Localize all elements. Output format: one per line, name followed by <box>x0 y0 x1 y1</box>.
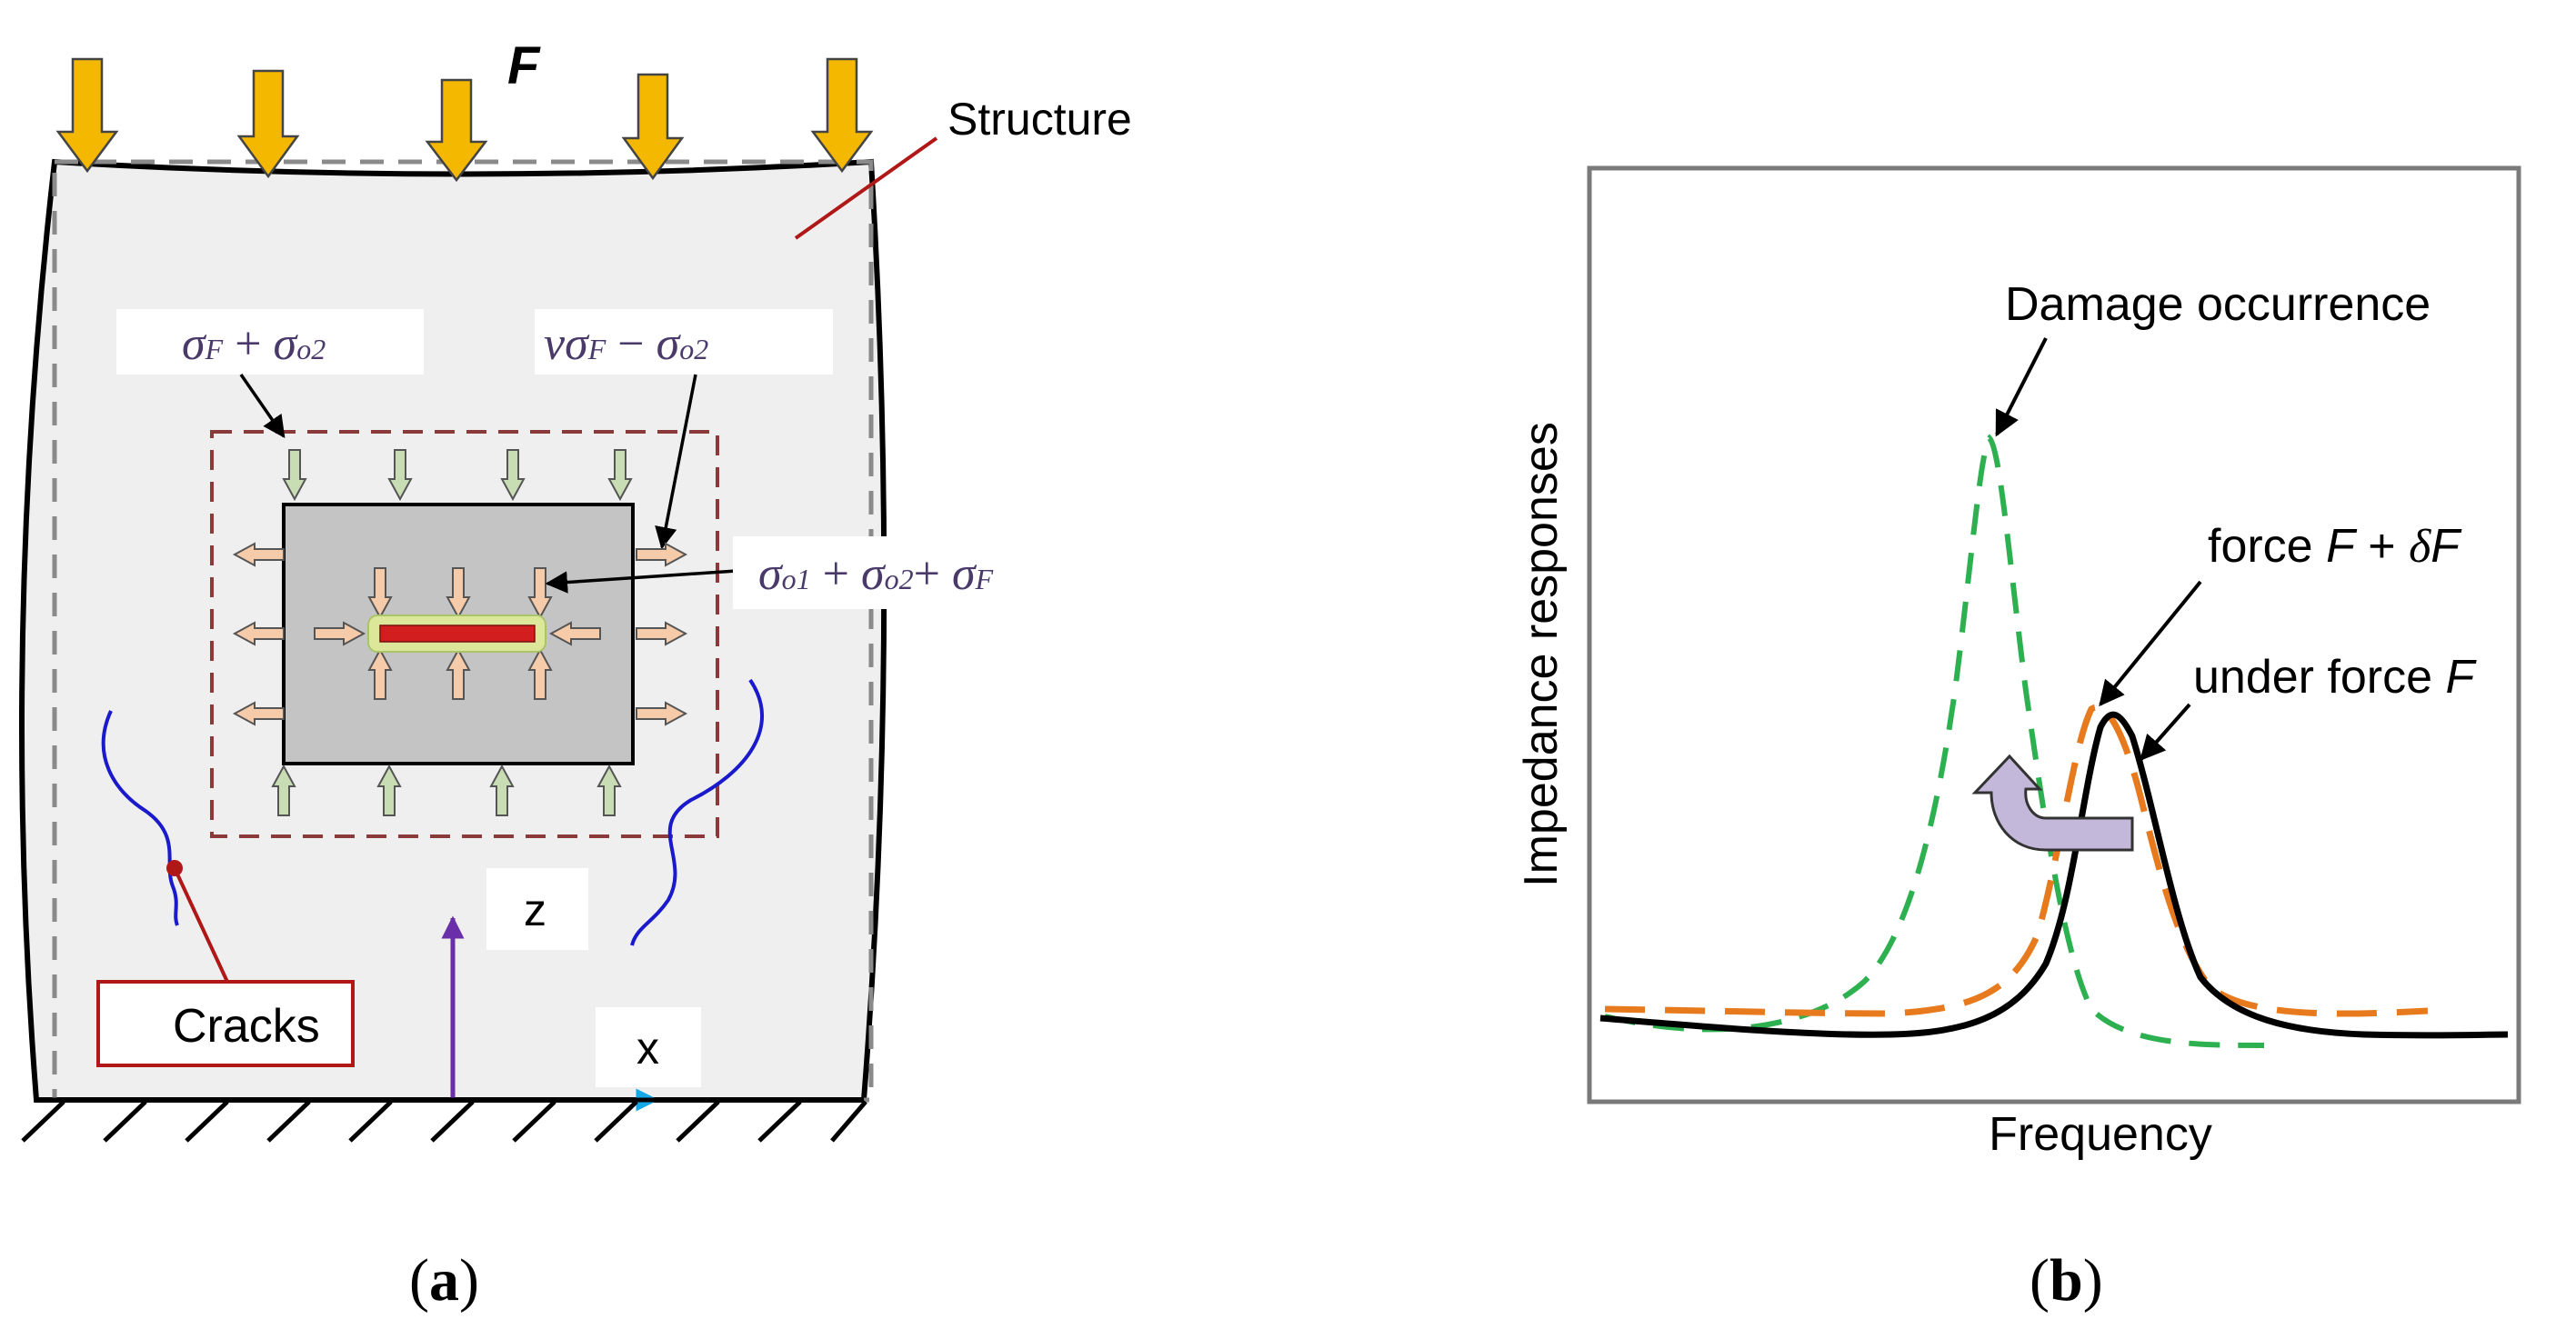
down-arrow-icon <box>621 73 685 181</box>
under-force-pointer <box>2140 703 2191 762</box>
stress-label-box-center <box>733 536 1124 609</box>
structure-pointer <box>794 136 938 240</box>
cracks-label-box <box>96 980 355 1067</box>
curve-under-force <box>1599 711 2509 1039</box>
force-label: F <box>507 36 541 95</box>
stress-label-box-left <box>116 309 424 375</box>
stress-label-top-right: νσF − σo2 <box>544 318 708 370</box>
x-axis-label-b: Frequency <box>1989 1108 2212 1161</box>
inner-region <box>210 430 719 838</box>
stress-label-center: σo1 + σo2+ σF <box>758 548 994 600</box>
stress-pointer-center <box>545 569 737 594</box>
damage-pointer <box>1995 337 2048 437</box>
z-label-box <box>486 868 588 950</box>
down-arrow-icon <box>236 69 300 179</box>
x-label-box <box>596 1007 701 1087</box>
load-arrows <box>55 57 874 183</box>
curved-arrow-icon <box>1971 754 2134 852</box>
damage-label: Damage occurrence <box>2005 278 2431 331</box>
cracks-label: Cracks <box>173 1000 320 1053</box>
structure-label: Structure <box>947 94 1132 145</box>
stress-pointer-left <box>239 374 286 439</box>
stress-label-box-right <box>535 309 833 375</box>
hatched-ground-icon <box>21 1097 867 1143</box>
panel-b: Damage occurrence force F + δF under for… <box>1515 165 2521 1314</box>
surface-crack-left <box>101 710 179 926</box>
force-df-pointer <box>2099 580 2202 707</box>
caption-b: (b) <box>2030 1247 2103 1314</box>
x-axis-label: x <box>636 1023 659 1074</box>
panel-a: F Structure σF + σo2 νσF − σo2 <box>19 36 1155 1314</box>
under-force-label: under force F <box>2193 651 2478 704</box>
z-axis-label: z <box>524 884 546 935</box>
internal-crack <box>379 625 536 643</box>
force-df-label: force F + δF <box>2208 520 2462 573</box>
y-axis-label: Impedance responses <box>1515 422 1568 887</box>
caption-a: (a) <box>409 1247 479 1314</box>
surface-crack-right <box>630 678 764 946</box>
stress-label-top-left: σF + σo2 <box>182 318 326 370</box>
down-arrow-icon <box>55 57 119 174</box>
cracks-pointer <box>173 867 229 983</box>
curve-force-df <box>1604 704 2429 1017</box>
down-arrow-icon <box>810 57 874 174</box>
undeformed-outline <box>52 159 874 1103</box>
plot-frame <box>1587 165 2521 1104</box>
stress-pointer-right <box>655 374 697 550</box>
down-arrow-icon <box>425 78 488 183</box>
structure-label-box <box>937 82 1155 156</box>
curve-damage <box>1604 434 2265 1048</box>
